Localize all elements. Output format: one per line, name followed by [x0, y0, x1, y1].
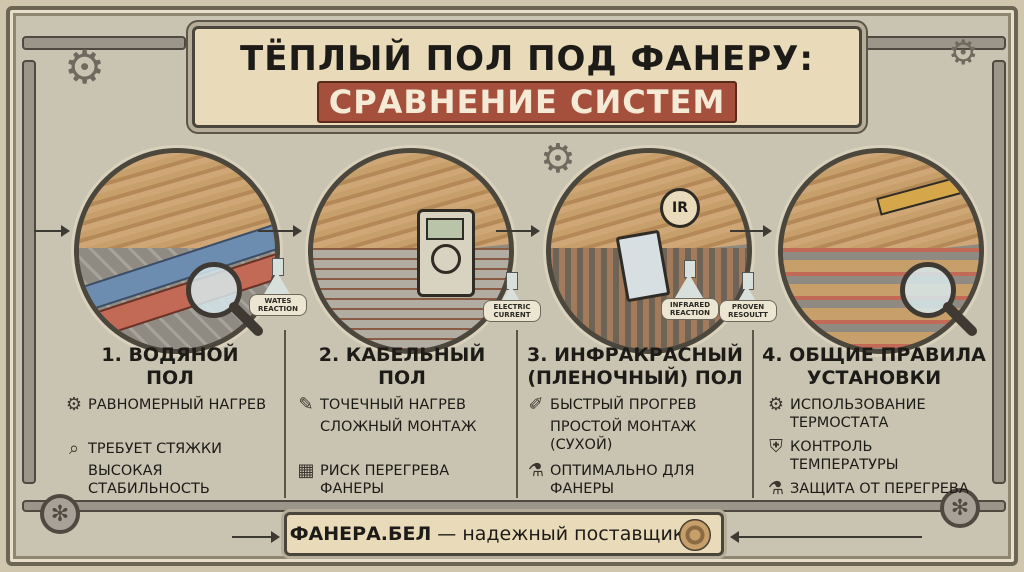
list-item: ⚙ Использование термостата — [762, 396, 984, 432]
flow-arrow — [232, 531, 280, 543]
column-divider — [752, 330, 754, 498]
gear-icon: ⚙ — [65, 394, 83, 415]
item-text: Контроль температуры — [790, 439, 899, 473]
flask-label: ELECTRIC CURRENT — [483, 300, 541, 322]
column-divider — [516, 330, 518, 498]
list-item: ⚙ Равномерный нагрев — [60, 396, 280, 414]
flow-arrow — [496, 225, 540, 237]
flow-arrow — [34, 225, 70, 237]
shield-check-icon: ⛨ — [769, 436, 783, 457]
list-item: Простой монтаж (сухой) — [550, 418, 746, 454]
list-item: ⌕ Требует стяжки — [60, 440, 280, 458]
pipe-bottom — [22, 500, 1006, 512]
flask-icon: ⚗ — [527, 460, 545, 481]
flow-arrow — [258, 225, 302, 237]
gear-icon: ⚙ — [767, 394, 785, 415]
pipe-top-left — [22, 36, 186, 50]
item-text: Простой монтаж (сухой) — [550, 419, 697, 453]
heading-line: (ПЛЕНОЧНЫЙ) ПОЛ — [527, 367, 743, 389]
fan-icon: ✻ — [40, 494, 80, 534]
item-text: Высокая стабильность — [88, 463, 210, 497]
flow-arrow — [730, 225, 772, 237]
list-item: ⚗ Защита от перегрева — [762, 480, 984, 498]
flask-label: WATES REACTION — [249, 294, 307, 316]
list-item: ⛨ Контроль температуры — [762, 438, 984, 474]
brand-name: ФАНЕРА.БЕЛ — [289, 523, 432, 545]
panel-heading-rules: 4. ОБЩИЕ ПРАВИЛА УСТАНОВКИ — [756, 344, 992, 390]
title-panel: ТЁПЛЫЙ ПОЛ ПОД ФАНЕРУ: СРАВНЕНИЕ СИСТЕМ — [192, 26, 862, 128]
list-item: ⚗ Оптимально для фанеры — [522, 462, 748, 498]
item-text: Равномерный нагрев — [88, 397, 267, 413]
flask-icon: ⚗ — [767, 478, 785, 499]
list-item: Сложный монтаж — [320, 418, 512, 436]
knife-icon: ✐ — [528, 394, 544, 415]
footer-text: ФАНЕРА.БЕЛ — надежный поставщик — [287, 522, 687, 546]
installation-illustration — [778, 148, 984, 354]
water-floor-illustration — [74, 148, 280, 354]
pipe-left-vertical — [22, 60, 36, 484]
item-text: Точечный нагрев — [320, 397, 466, 413]
heading-line: 1. ВОДЯНОЙ — [101, 344, 239, 366]
footer-banner: ФАНЕРА.БЕЛ — надежный поставщик — [284, 512, 724, 556]
gear-icon: ⚙ — [948, 33, 979, 73]
heating-cable-layer — [313, 248, 509, 349]
heading-line: УСТАНОВКИ — [806, 367, 942, 389]
item-text: Быстрый прогрев — [550, 397, 697, 413]
panel-heading-water: 1. ВОДЯНОЙ ПОЛ — [60, 344, 280, 390]
item-text: Риск перегрева фанеры — [320, 463, 450, 497]
infrared-floor-illustration — [546, 148, 752, 354]
brand-tagline: — надежный поставщик — [431, 523, 685, 545]
item-text: Сложный монтаж — [320, 419, 477, 435]
page-title: ТЁПЛЫЙ ПОЛ ПОД ФАНЕРУ: — [240, 39, 814, 79]
flow-arrow — [732, 536, 922, 538]
item-text: Защита от перегрева — [790, 481, 969, 497]
ir-badge: IR — [660, 188, 700, 228]
cable-floor-illustration — [308, 148, 514, 354]
heading-line: 2. КАБЕЛЬНЫЙ — [318, 344, 486, 366]
list-item: Высокая стабильность — [60, 462, 280, 498]
list-item: ✎ Точечный нагрев — [292, 396, 512, 414]
flask-label: INFRARED REACTION — [661, 298, 719, 320]
item-text: Оптимально для фанеры — [550, 463, 695, 497]
flask-label: PROVEN RESOULTT — [719, 300, 777, 322]
heading-line: 3. ИНФРАКРАСНЫЙ — [527, 344, 743, 366]
page-subtitle: СРАВНЕНИЕ СИСТЕМ — [316, 81, 738, 123]
heading-line: ПОЛ — [146, 367, 194, 389]
item-text: Требует стяжки — [88, 441, 222, 457]
gear-icon: ⚙ — [64, 40, 106, 94]
pipe-top-right — [864, 36, 1006, 50]
pipe-right-vertical — [992, 60, 1006, 484]
multimeter-icon — [417, 209, 475, 297]
item-text: Использование термостата — [790, 397, 926, 431]
wood-seal-icon — [679, 519, 711, 551]
panel-heading-infrared: 3. ИНФРАКРАСНЫЙ (ПЛЕНОЧНЫЙ) ПОЛ — [522, 344, 748, 390]
heading-line: 4. ОБЩИЕ ПРАВИЛА — [762, 344, 986, 366]
list-item: ✐ Быстрый прогрев — [522, 396, 748, 414]
tape-icon: ▦ — [297, 460, 315, 481]
panel-heading-cable: 2. КАБЕЛЬНЫЙ ПОЛ — [292, 344, 512, 390]
fan-icon: ✻ — [940, 488, 980, 528]
heading-line: ПОЛ — [378, 367, 426, 389]
pen-icon: ✎ — [298, 394, 314, 415]
magnifier-icon: ⌕ — [68, 438, 80, 459]
column-divider — [284, 330, 286, 498]
list-item: ▦ Риск перегрева фанеры — [292, 462, 512, 498]
